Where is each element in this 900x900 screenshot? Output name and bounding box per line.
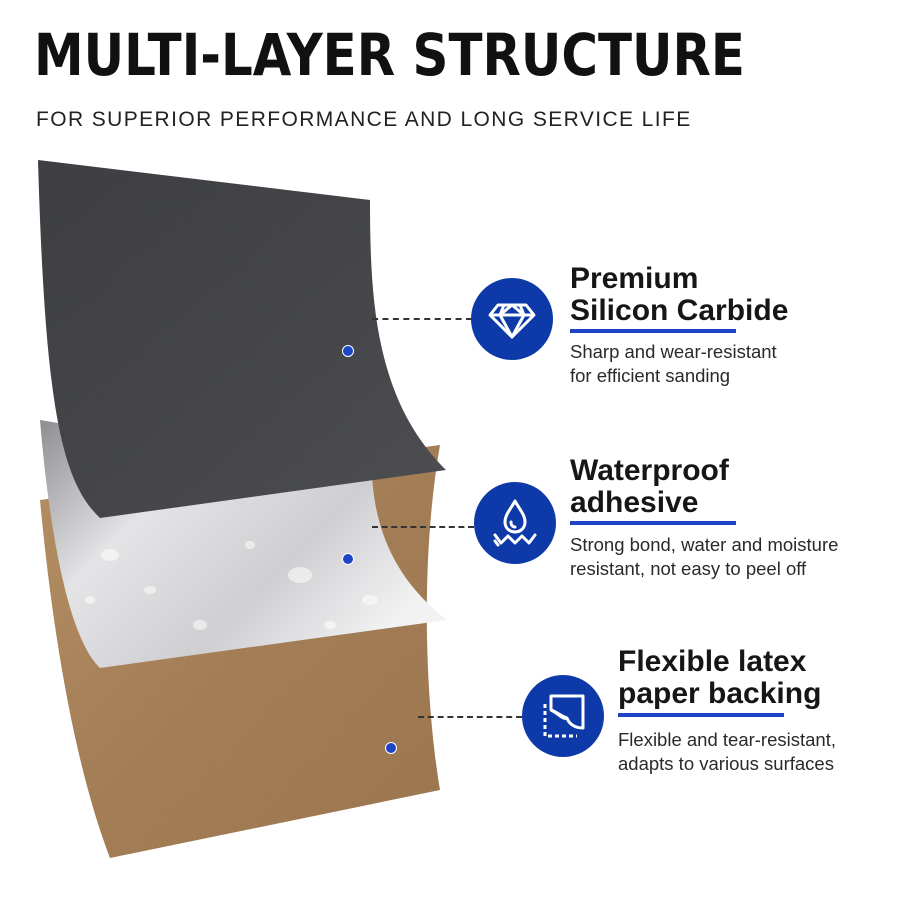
peeling-paper-icon <box>543 694 585 738</box>
diamond-icon <box>488 303 536 339</box>
page-subtitle: FOR SUPERIOR PERFORMANCE AND LONG SERVIC… <box>36 108 692 131</box>
feature-description: Flexible and tear-resistant, adapts to v… <box>618 729 836 774</box>
connector-line-3 <box>418 716 522 718</box>
feature-description: Strong bond, water and moisture resistan… <box>570 534 839 579</box>
layer-marker-dot-3 <box>385 742 397 754</box>
feature-badge <box>522 675 604 757</box>
layer-marker-dot-2 <box>342 553 354 565</box>
feature-underline <box>570 521 736 525</box>
water-drop-icon <box>493 499 537 547</box>
feature-title: Waterproof adhesive <box>570 454 729 519</box>
page-title: MULTI-LAYER STRUCTURE <box>34 21 746 89</box>
layer-marker-dot-1 <box>342 345 354 357</box>
feature-badge <box>474 482 556 564</box>
feature-title: Flexible latex paper backing <box>618 645 822 710</box>
feature-underline <box>570 329 736 333</box>
connector-line-2 <box>372 526 474 528</box>
feature-description: Sharp and wear-resistant for efficient s… <box>570 341 777 386</box>
feature-badge <box>471 278 553 360</box>
feature-underline <box>618 713 784 717</box>
feature-title: Premium Silicon Carbide <box>570 262 789 327</box>
connector-line-1 <box>372 318 472 320</box>
